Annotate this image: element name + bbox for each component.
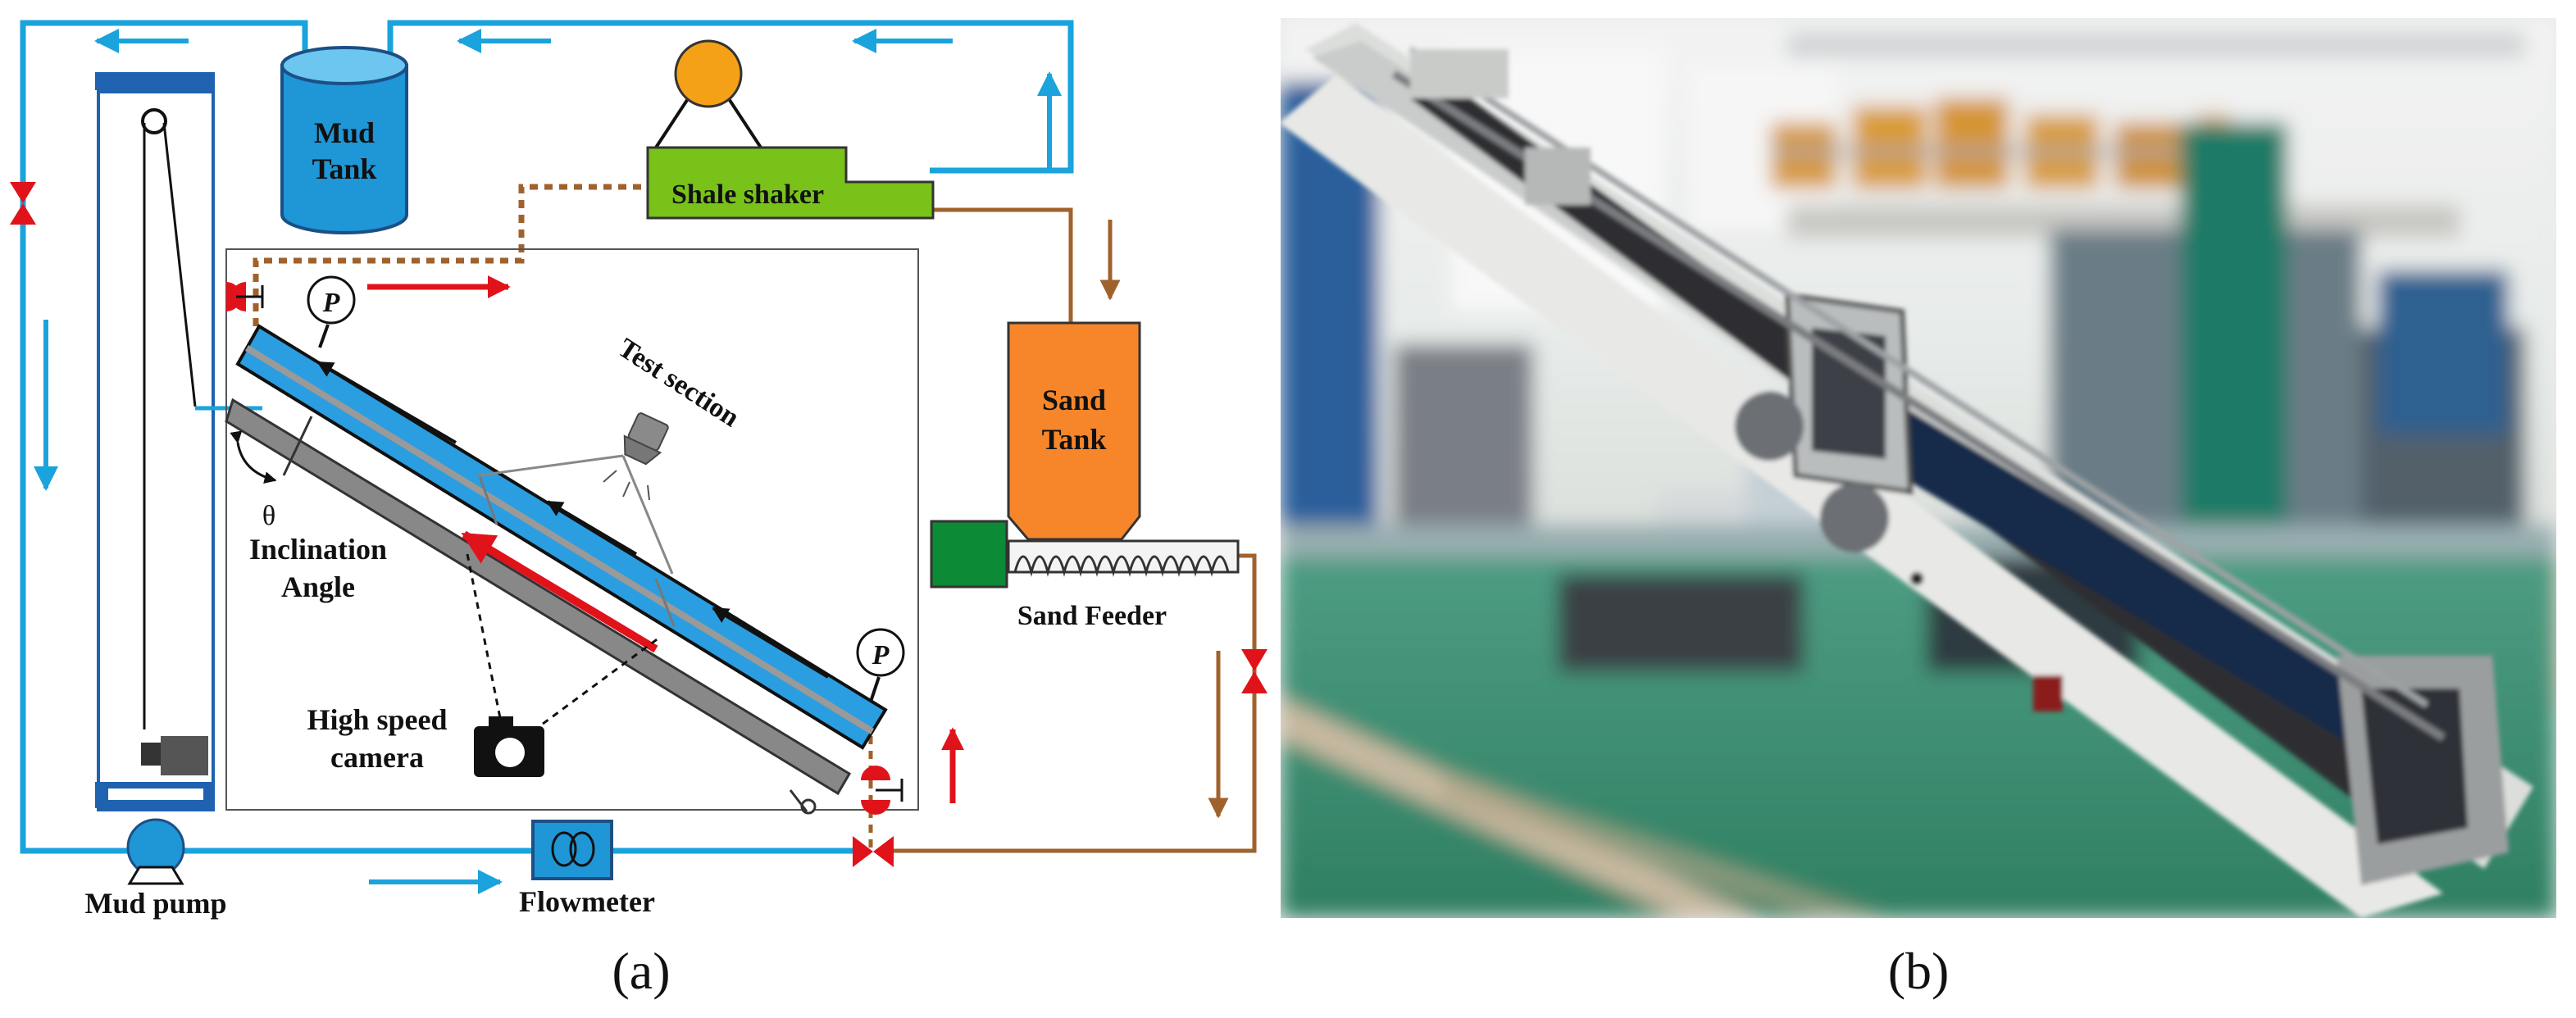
mud-pump: Mud pump (84, 818, 227, 920)
panel-a: Mud Tank Shale shaker Sand Tank Sand Fee… (10, 20, 1268, 1000)
camera-icon (474, 716, 544, 777)
sand-tank-label-2: Tank (1042, 423, 1107, 456)
flowmeter: Flowmeter (519, 820, 655, 918)
theta-symbol: θ (262, 501, 275, 531)
shaker-motor (674, 39, 743, 108)
feeder-motor (930, 520, 1008, 589)
mud-circuit (20, 20, 1074, 854)
camera-label-2: camera (330, 741, 424, 774)
sand-feeder: Sand Feeder (930, 520, 1240, 631)
sand-flow-arrows (1099, 220, 1229, 819)
shale-shaker-label: Shale shaker (671, 180, 824, 210)
valve-inlet (853, 836, 894, 867)
pressure-symbol-inlet: P (322, 288, 340, 318)
test-section-label: Test section (612, 333, 744, 433)
camera-label-1: High speed (307, 703, 447, 736)
inclination-label-1: Inclination (249, 533, 387, 566)
sand-tank-label-1: Sand (1042, 384, 1106, 416)
valve-top-left (10, 182, 36, 225)
inclination-label-2: Angle (281, 570, 355, 603)
mud-tank-label-2: Tank (312, 152, 377, 185)
pressure-gauge-outlet: P (856, 628, 905, 702)
caption-a: (a) (612, 942, 670, 1000)
panel-b-photo (1281, 18, 2556, 918)
inclination-angle: θ Inclination Angle (230, 430, 387, 603)
pressure-symbol-outlet: P (872, 640, 890, 670)
valve-sand-line (1241, 649, 1268, 693)
flowmeter-label: Flowmeter (519, 885, 655, 918)
pressure-gauge-inlet: P (307, 275, 356, 348)
sand-circuit (253, 184, 1257, 853)
inclined-test-section (225, 324, 888, 815)
valve-enclosure-top (226, 282, 264, 311)
mud-tank-label-1: Mud (314, 116, 375, 149)
high-speed-camera: High speed camera (307, 703, 544, 777)
mud-pump-label: Mud pump (84, 887, 226, 920)
caption-b: (b) (1888, 942, 1950, 1000)
sand-feeder-label: Sand Feeder (1017, 601, 1167, 631)
test-enclosure (225, 248, 919, 811)
lift-frame (95, 72, 215, 811)
mud-tank: Mud Tank (280, 46, 408, 234)
flow-direction-arrows (367, 275, 964, 803)
shale-shaker: Shale shaker (646, 39, 935, 220)
sand-tank: Sand Tank (1007, 321, 1141, 541)
mud-flow-arrows (34, 29, 1062, 894)
valve-enclosure-bottom (861, 766, 903, 815)
